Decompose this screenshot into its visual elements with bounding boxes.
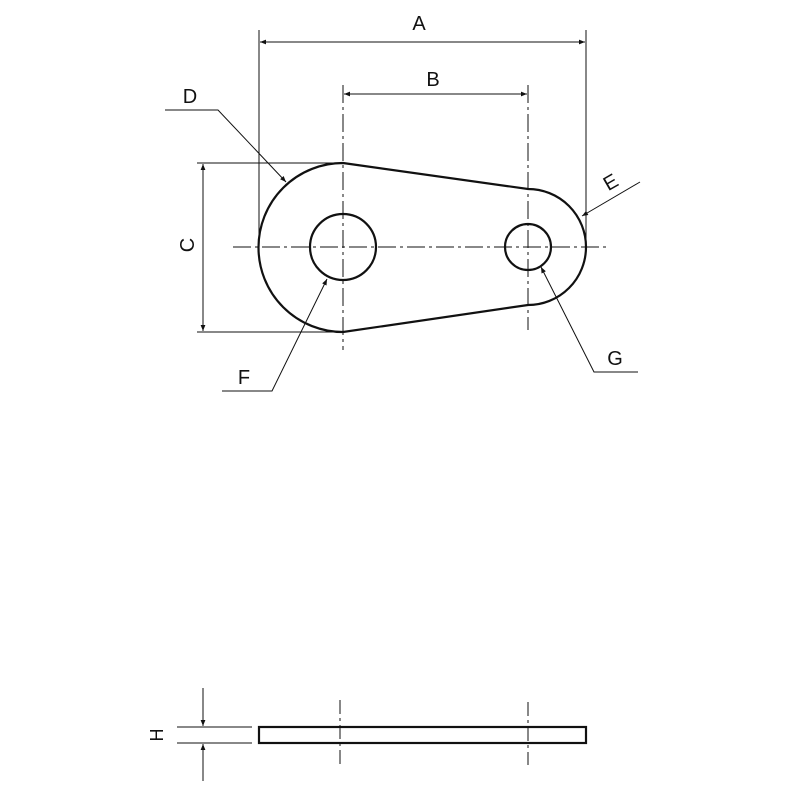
leader-f-label: F xyxy=(238,367,250,389)
dimension-h: H xyxy=(147,688,252,781)
dimension-h-label: H xyxy=(147,729,167,742)
dimension-b: B xyxy=(344,69,527,97)
plate-side-view xyxy=(257,725,588,745)
dimension-a: A xyxy=(258,13,587,247)
leader-g-label: G xyxy=(607,348,623,370)
dimension-b-label: B xyxy=(426,69,439,91)
leader-e: E xyxy=(581,170,641,217)
dimension-c-label: C xyxy=(177,238,199,252)
leader-d: D xyxy=(165,86,287,183)
dimension-a-label: A xyxy=(412,13,426,35)
leader-e-label: E xyxy=(600,170,623,196)
leader-g: G xyxy=(540,266,638,373)
leader-f: F xyxy=(222,278,328,392)
dimension-c: C xyxy=(177,162,343,333)
leader-d-label: D xyxy=(183,86,197,108)
